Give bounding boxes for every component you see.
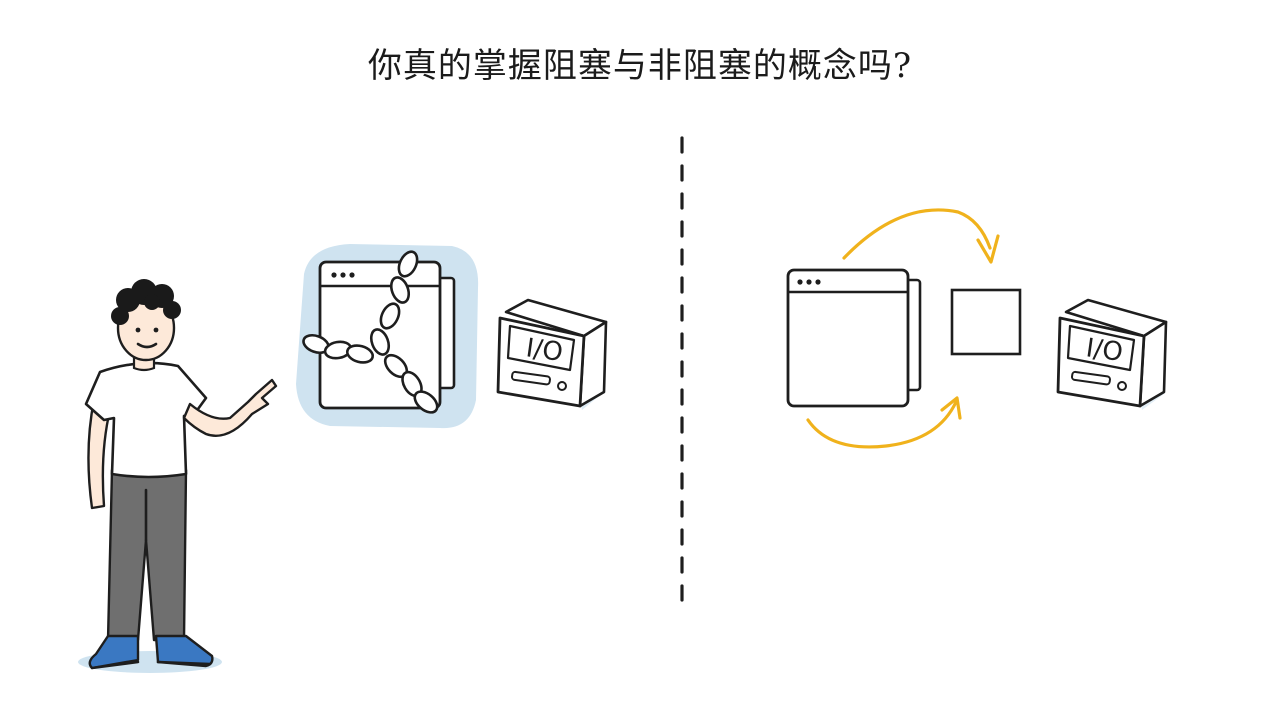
top-arrow-icon [842,208,992,260]
person-shoes [88,634,214,670]
blocked-window-group [296,244,479,429]
bottom-arrow-icon [806,400,958,449]
io-device-right: I/O [1056,298,1168,410]
person-pointing-arm [182,378,278,437]
page-title: 你真的掌握阻塞与非阻塞的概念吗? [367,46,913,86]
chain-lock-icon [302,250,439,414]
nonblocking-window-group [786,268,922,408]
io-label-left: I/O [524,333,565,368]
person-figure [78,279,278,673]
nonblocking-app-window [786,268,910,408]
async-loop-arrows [806,208,1000,449]
person-left-arm [87,398,112,510]
other-task-box [950,288,1022,356]
person-pants [106,468,188,642]
io-device-left: I/O [496,298,608,410]
person-hair [111,279,181,325]
io-label-right: I/O [1084,333,1125,368]
